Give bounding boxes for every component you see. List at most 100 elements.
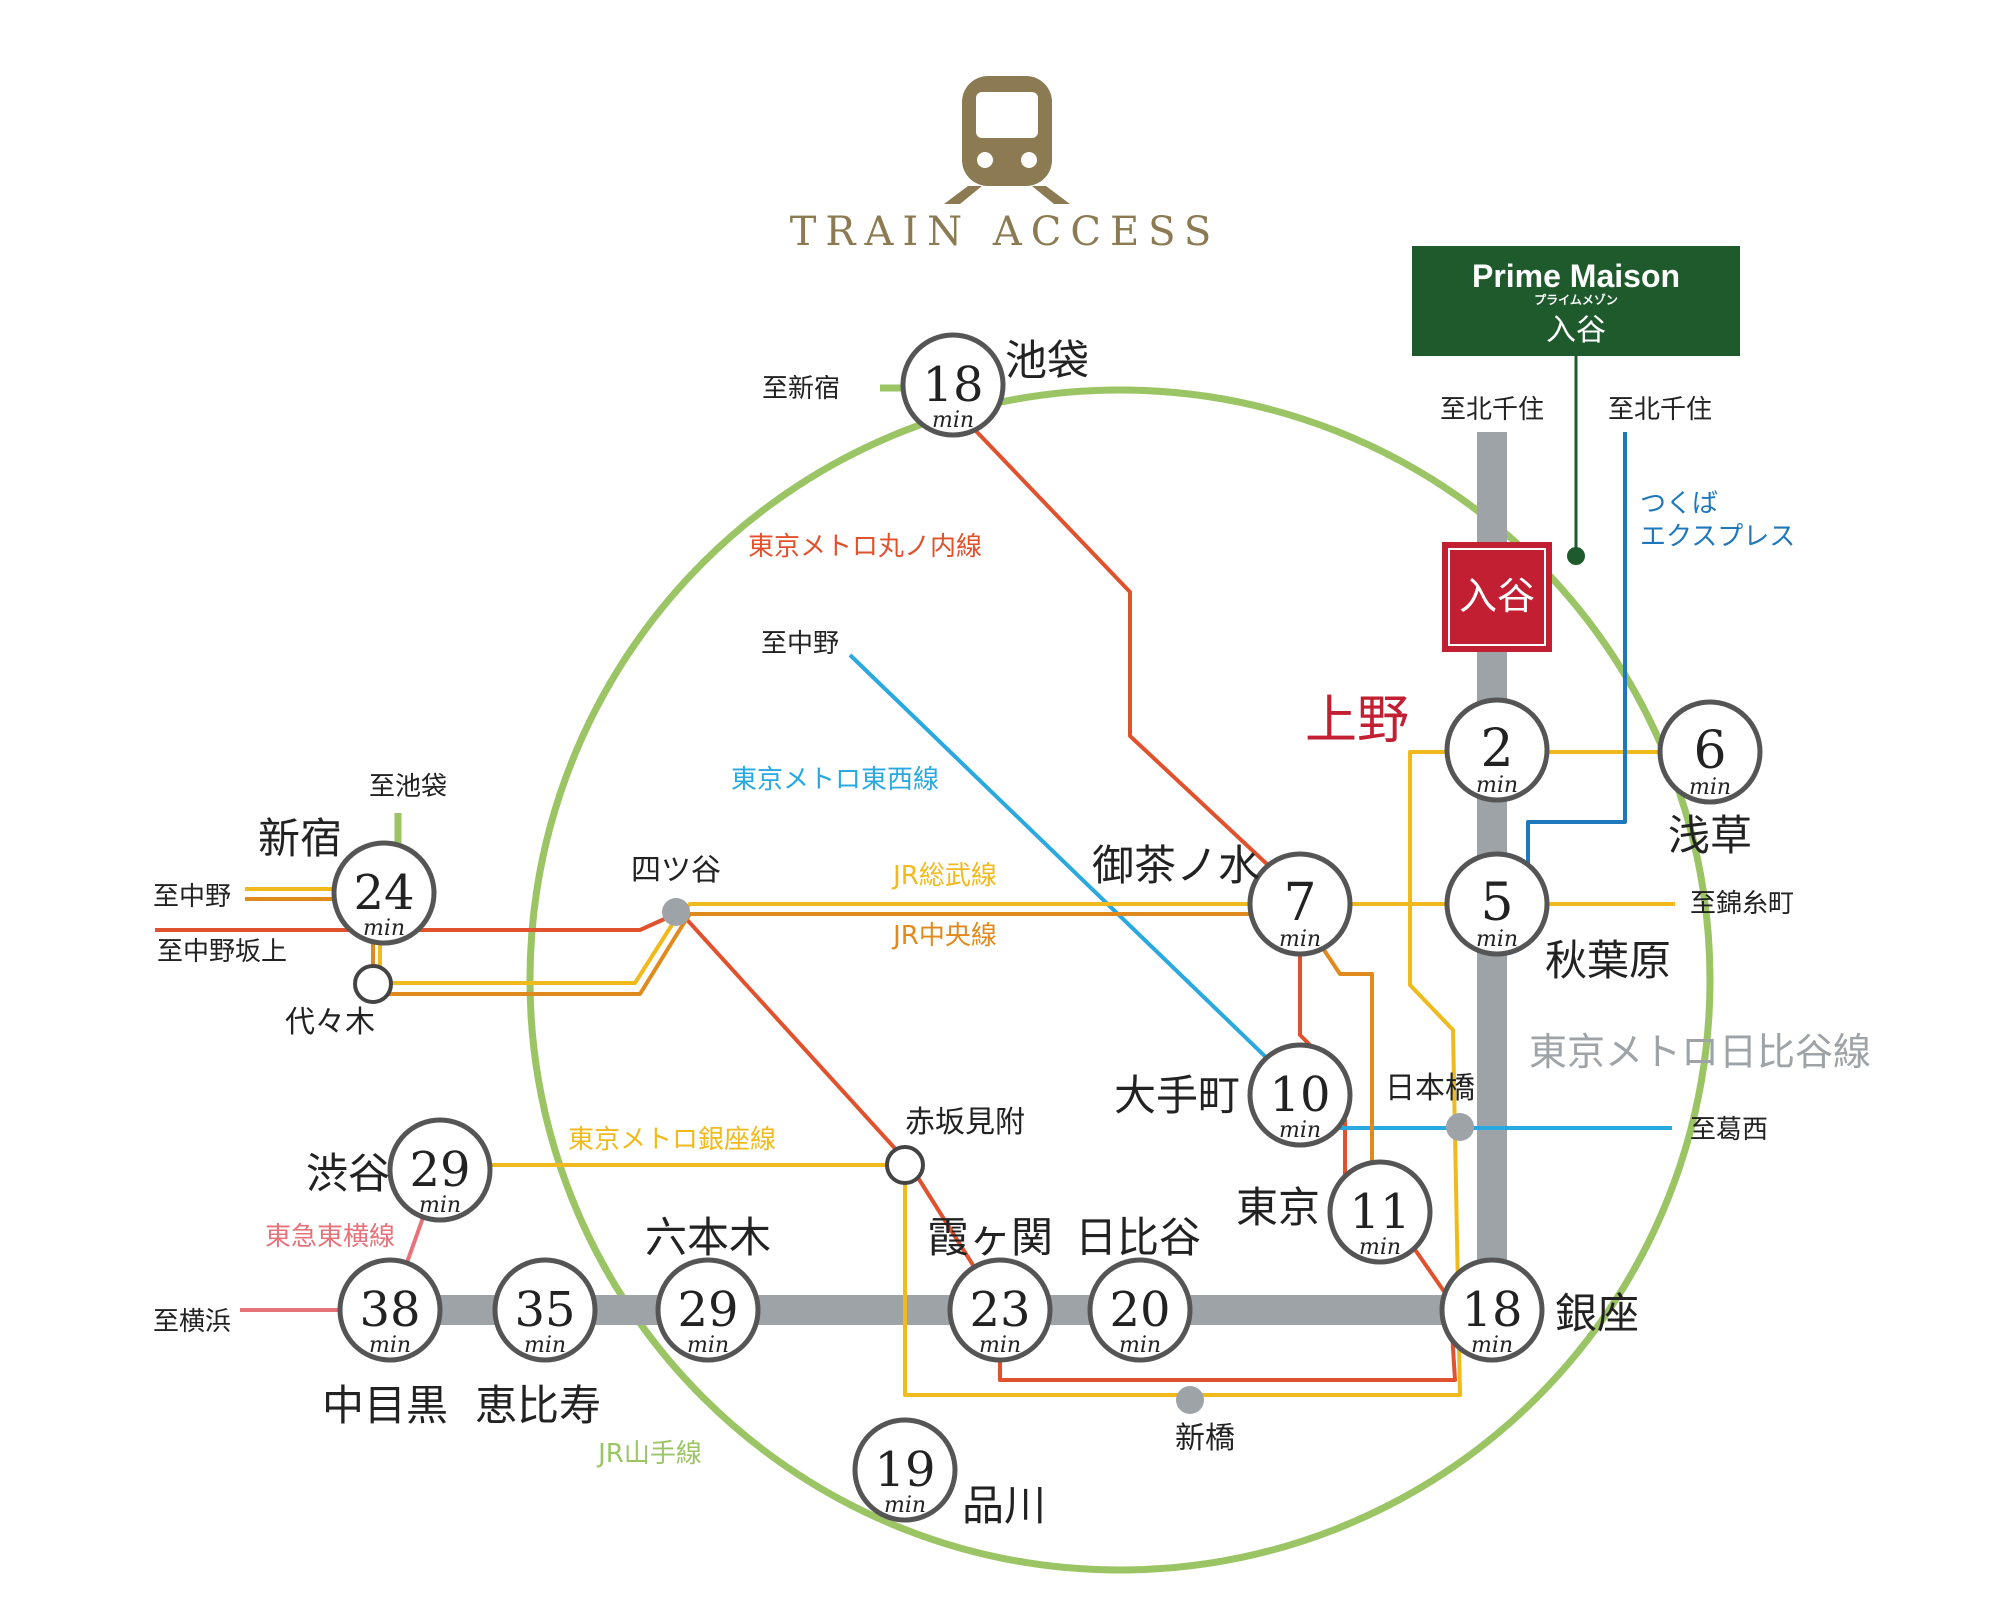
station-unit: min [1476,927,1518,952]
label-ginza-line: 東京メトロ銀座線 [568,1125,776,1155]
station-unit: min [363,916,405,941]
station-name-nihombashi: 日本橋 [1385,1071,1475,1106]
station-dot-akasaka-mitsuke[interactable] [885,1145,925,1185]
station-name-roppongi: 六本木 [645,1213,771,1262]
dir-kasai: 至葛西 [1690,1115,1768,1145]
label-yamanote-line: JR山手線 [596,1439,702,1469]
station-name-shinjuku: 新宿 [258,814,342,863]
station-unit: min [1476,773,1518,798]
station-name-tokyo: 東京 [1236,1183,1320,1232]
station-name-otemachi: 大手町 [1114,1071,1240,1120]
station-circle [1657,699,1763,805]
station-unit: min [1471,1333,1513,1358]
station-unit: min [419,1193,461,1218]
station-minutes: 24 [353,865,414,921]
station-unit: min [687,1333,729,1358]
station-minutes: 18 [1461,1282,1522,1338]
station-name-ikebukuro: 池袋 [1005,336,1089,385]
station-minutes: 6 [1693,721,1726,781]
train-icon [944,76,1070,204]
brand-dot [1567,547,1585,565]
station-minutes: 19 [874,1442,935,1498]
station-minutes: 23 [969,1282,1030,1338]
station-dot-yoyogi[interactable] [353,964,393,1004]
brand-box[interactable]: Prime Maison プライムメゾン 入谷 [1412,246,1740,356]
dir-yokohama: 至横浜 [153,1307,231,1337]
brand-name: Prime Maison [1472,258,1680,294]
station-unit: min [1279,927,1321,952]
station-circle [1439,1257,1545,1363]
dir-nakano-tozai: 至中野 [761,629,839,659]
station-circle [1247,1042,1353,1148]
station-circle [1444,697,1550,803]
yamanote-line [526,386,1714,1574]
station-circle [1327,1159,1433,1265]
page-title: TRAIN ACCESS [790,209,1221,255]
station-unit: min [1359,1235,1401,1260]
station-circle [337,1257,443,1363]
station-dot-yotsuya[interactable] [662,898,690,926]
station-circle [1444,851,1550,957]
label-hibiya-line: 東京メトロ日比谷線 [1529,1030,1871,1074]
station-circle [1247,851,1353,957]
station-circle [852,1417,958,1523]
station-minutes: 18 [922,357,983,413]
dir-ikebukuro: 至池袋 [369,772,447,802]
station-unit: min [932,408,974,433]
station-name-akasaka-mitsuke: 赤坂見附 [905,1105,1025,1140]
label-sobu-line: JR総武線 [891,861,997,891]
station-name-ueno: 上野 [1305,691,1409,751]
direction-labels: 至新宿 至北千住 至北千住 至中野 至池袋 至中野 至中野坂上 至錦糸町 至葛西… [153,374,1794,1337]
brand-kana: プライムメゾン [1534,292,1618,307]
station-labels: 池袋 上野 浅草 秋葉原 御茶ノ水 新宿 大手町 東京 渋谷 中目黒 恵比寿 六… [258,336,1752,1530]
label-tozai-line: 東京メトロ東西線 [731,765,939,795]
station-minutes: 38 [359,1282,420,1338]
station-name-shimbashi: 新橋 [1175,1421,1235,1456]
station-dot-shimbashi[interactable] [1176,1386,1204,1414]
station-unit: min [884,1493,926,1518]
station-circle [947,1257,1053,1363]
station-minutes: 29 [677,1282,738,1338]
station-name-nakameguro: 中目黒 [322,1381,448,1430]
station-dot-nihombashi[interactable] [1446,1113,1474,1141]
station-circle [331,840,437,946]
minor-stations [353,898,1474,1414]
home-station-iriya[interactable]: 入谷 [1442,542,1552,652]
dir-shinjuku: 至新宿 [762,374,840,404]
tsukuba-express-line [1526,432,1627,870]
dir-nakano: 至中野 [153,882,231,912]
line-labels: 東京メトロ丸ノ内線 東京メトロ東西線 JR総武線 JR中央線 東京メトロ日比谷線… [265,489,1871,1469]
station-unit: min [1689,775,1731,800]
station-unit: min [1119,1333,1161,1358]
dir-kinshicho: 至錦糸町 [1690,889,1794,919]
station-unit: min [979,1333,1021,1358]
station-name-yotsuya: 四ツ谷 [631,853,721,888]
station-name-ebisu: 恵比寿 [475,1381,601,1430]
station-minutes: 20 [1109,1282,1170,1338]
label-chuo-line: JR中央線 [891,921,997,951]
station-minutes: 29 [409,1142,470,1198]
station-unit: min [369,1333,411,1358]
station-name-akihabara: 秋葉原 [1545,936,1671,985]
station-circle [655,1257,761,1363]
station-name-hibiya: 日比谷 [1075,1213,1201,1262]
station-circle [900,332,1006,438]
home-station-label: 入谷 [1459,574,1535,618]
